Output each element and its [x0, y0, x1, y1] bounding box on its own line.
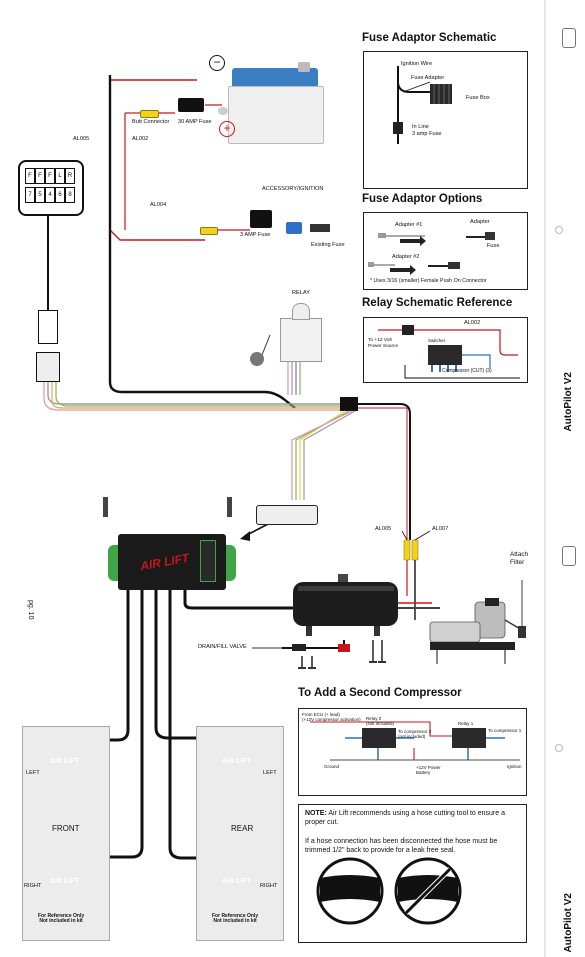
second-compressor-title: To Add a Second Compressor	[298, 687, 462, 699]
front-reference-note: For Reference Only Not included in kit	[38, 913, 85, 924]
inline-fuse-label: In Line 3 amp Fuse	[412, 124, 442, 137]
drain-fill-label: DRAIN/FILL VALVE	[198, 644, 247, 650]
connector-plug-top	[38, 310, 58, 344]
butt-connector	[140, 110, 159, 118]
module-led-panel	[200, 540, 216, 582]
relay-schematic-title: Relay Schematic Reference	[362, 297, 513, 309]
relay-al002-label: AL002	[464, 320, 481, 326]
bag-brand-fl: AIR LIFT	[50, 758, 79, 765]
fuse-30-label: 30 AMP Fuse	[178, 119, 212, 125]
rear-left-label: LEFT	[263, 770, 277, 776]
adapter1-label: Adapter #1	[395, 222, 423, 228]
page-hole	[555, 226, 563, 234]
connector-pin: F	[25, 168, 35, 184]
battery	[228, 62, 324, 144]
front-panel	[22, 726, 110, 941]
existing-fuse-label: Existing Fuse	[311, 242, 345, 248]
fuse-box-label: Fuse Box	[466, 95, 490, 101]
ground-label: Ground	[324, 764, 340, 769]
front-right-label: RIGHT	[24, 883, 42, 889]
connector-pin: 8	[65, 187, 75, 203]
note-text-2: If a hose connection has been disconnect…	[305, 838, 498, 854]
connector-pin: 6	[55, 187, 65, 203]
relay1-label: Relay 1	[458, 721, 474, 726]
attach-filter-label: Attach Filter	[510, 551, 529, 566]
side-label-bottom: AutoPilot V2	[563, 893, 574, 953]
front-label: FRONT	[52, 824, 80, 833]
fuse-adaptor-schematic-box	[363, 51, 528, 189]
fuse-label: Fuse	[487, 243, 500, 249]
to-comp1-label: To compressor 1	[488, 728, 522, 733]
rear-reference-note: For Reference Only Not included in kit	[212, 913, 259, 924]
connector-pin: R	[65, 168, 75, 184]
screw-left	[103, 497, 108, 517]
compressor-label: Compressor (CUT) (3)	[442, 368, 492, 374]
wire-label-al005-top: AL005	[73, 136, 90, 142]
connector-pin: F	[35, 168, 45, 184]
rear-label: REAR	[231, 824, 254, 833]
connector-pin: 5	[35, 187, 45, 203]
note-text-1: NOTE: Air Lift recommends using a hose c…	[305, 810, 505, 826]
battery-post	[218, 107, 228, 115]
screw-right	[227, 497, 232, 517]
connector-pin: 7	[25, 187, 35, 203]
wire-label-al007: AL007	[432, 526, 449, 532]
adapter2-label: Adapter #2	[392, 254, 420, 260]
fuse-adapter	[286, 222, 302, 234]
bag-brand-rl: AIR LIFT	[222, 758, 251, 765]
fuse-adaptor-options-box	[363, 212, 528, 290]
bag-brand-rr: AIR LIFT	[222, 878, 251, 885]
note-box	[298, 804, 527, 943]
switcher-label: Switcher	[428, 338, 446, 343]
ignition-label: Ignition	[507, 764, 522, 769]
wire-label-al005-bottom: AL005	[375, 526, 392, 532]
relay-bracket	[292, 303, 310, 320]
car-icon	[562, 546, 576, 566]
battery-minus-terminal: −	[209, 55, 225, 71]
fuse-adapter-label: Fuse Adapter	[411, 75, 445, 81]
adapter-label: Adapter	[470, 219, 490, 225]
relay2-label: Relay 2 (Not included)	[366, 716, 395, 727]
battery-plus-terminal: +	[219, 121, 235, 137]
wire-label-al004: AL004	[150, 202, 167, 208]
relay	[280, 318, 322, 362]
car-icon	[562, 28, 576, 48]
fuse-adaptor-schematic-title: Fuse Adaptor Schematic	[362, 32, 497, 44]
battery-label: +12V Power Battery	[416, 765, 441, 776]
fuse-3-label: 3 AMP Fuse	[240, 232, 271, 238]
connector-plug-bottom	[36, 352, 60, 382]
side-label-top: AutoPilot V2	[563, 372, 574, 432]
module-connector	[256, 505, 318, 525]
butt-connector-label: Butt Connector	[132, 119, 170, 125]
relay-label: RELAY	[292, 290, 310, 296]
connector-pin: L	[55, 168, 65, 184]
second-compressor-box	[298, 708, 527, 796]
relay-schematic-box	[363, 317, 528, 383]
adapter-note: * Uses 3/16 (smaller) Female Push On Con…	[370, 278, 487, 284]
inline-fuse-30amp	[178, 98, 204, 112]
front-left-label: LEFT	[26, 770, 40, 776]
rear-right-label: RIGHT	[260, 883, 278, 889]
fuse-adaptor-options-title: Fuse Adaptor Options	[362, 193, 483, 205]
rear-panel	[196, 726, 284, 941]
accessory-ignition-label: ACCESSORY/IGNITION	[262, 186, 324, 192]
connector-pin: 4	[45, 187, 55, 203]
page-number: pg. 10	[27, 600, 34, 620]
relay-screw	[250, 352, 264, 366]
inline-fuse-3amp	[250, 210, 272, 228]
existing-fuse	[310, 224, 330, 232]
ignition-wire-label: Ignition Wire	[401, 61, 433, 67]
power-source-label: To +12 Volt Power Source	[368, 338, 399, 349]
ecu-note: From ECU (+ lead) (+12V compressor activ…	[302, 712, 361, 723]
butt-connector-2	[200, 227, 218, 235]
to-comp2-label: To compressor 2 (not included)	[398, 729, 432, 740]
connector-pin: F	[45, 168, 55, 184]
bag-brand-fr: AIR LIFT	[50, 878, 79, 885]
wire-label-al002: AL002	[132, 136, 149, 142]
page-hole	[555, 744, 563, 752]
